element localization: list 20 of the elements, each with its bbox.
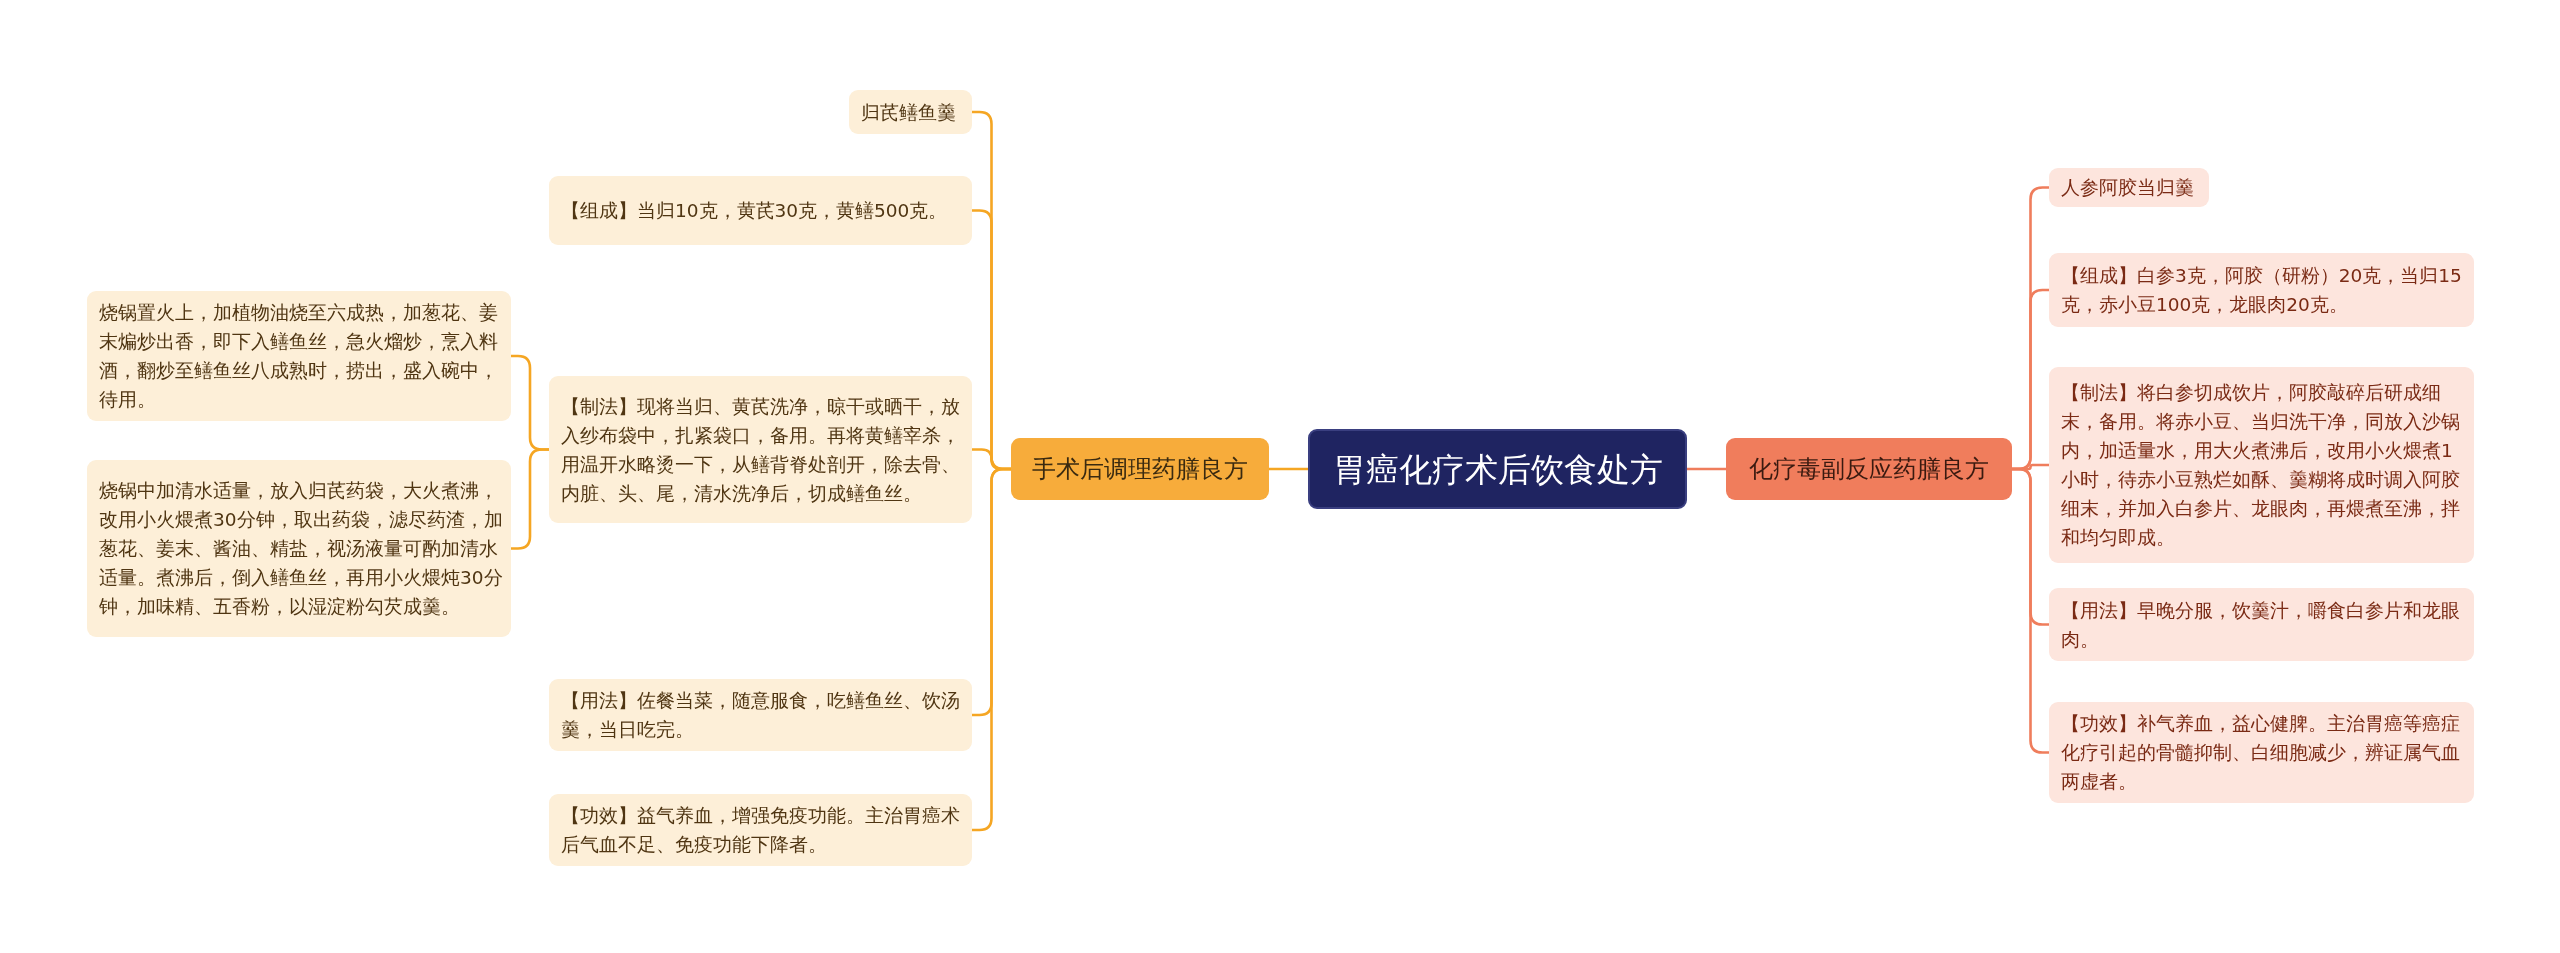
topic-box: 【制法】现将当归、黄芪洗净，晾干或晒干，放入纱布袋中，扎紧袋口，备用。再将黄鳝宰杀，用温开水略烫一下，从鳝背脊处剖开，除去骨、内脏、头、尾，清水洗净后，切成鳝鱼丝。 [549,376,972,523]
topic-box: 【功效】益气养血，增强免疫功能。主治胃癌术后气血不足、免疫功能下降者。 [549,794,972,866]
topic-box: 人参阿胶当归羹 [2049,168,2209,207]
central-topic-box: 胃癌化疗术后饮食处方 [1308,429,1687,509]
topic-box: 烧锅置火上，加植物油烧至六成热，加葱花、姜末煸炒出香，即下入鳝鱼丝，急火熘炒，烹入料酒，翻炒至鳝鱼丝八成熟时，捞出，盛入碗中，待用。 [87,291,511,421]
connector-line [511,448,549,550]
connector-line [2012,467,2049,754]
topic-box: 【用法】早晚分服，饮羹汁，嚼食白参片和龙眼肉。 [2049,588,2474,661]
topic-box: 【制法】将白参切成饮片，阿胶敲碎后研成细末，备用。将赤小豆、当归洗干净，同放入沙锅内，加适量水，用大火煮沸后，改用小火煨煮1小时，待赤小豆熟烂如酥、羹糊将成时调入阿胶细末，并加入白参片、龙眼肉，再煨煮至沸，拌和均匀即成。 [2049,367,2474,563]
connector-line [1269,467,1308,471]
topic-box: 【用法】佐餐当菜，随意服食，吃鳝鱼丝、饮汤羹，当日吃完。 [549,679,972,751]
topic-box: 【组成】白参3克，阿胶（研粉）20克，当归15克，赤小豆100克，龙眼肉20克。 [2049,253,2474,327]
topic-box: 归芪鳝鱼羹 [849,90,972,134]
topic-box: 【组成】当归10克，黄芪30克，黄鳝500克。 [549,176,972,245]
topic-box: 【功效】补气养血，益心健脾。主治胃癌等癌症化疗引起的骨髓抑制、白细胞减少，辨证属气血两虚者。 [2049,702,2474,803]
connector-line [972,467,1011,832]
branch-box: 化疗毒副反应药膳良方 [1726,438,2012,500]
topic-box: 烧锅中加清水适量，放入归芪药袋，大火煮沸，改用小火煨煮30分钟，取出药袋，滤尽药渣，加葱花、姜末、酱油、精盐，视汤液量可酌加清水适量。煮沸后，倒入鳝鱼丝，再用小火煨炖30分钟，加味精、五香粉，以湿淀粉勾芡成羹。 [87,460,511,637]
branch-box: 手术后调理药膳良方 [1011,438,1269,500]
connector-line [1687,467,1726,471]
